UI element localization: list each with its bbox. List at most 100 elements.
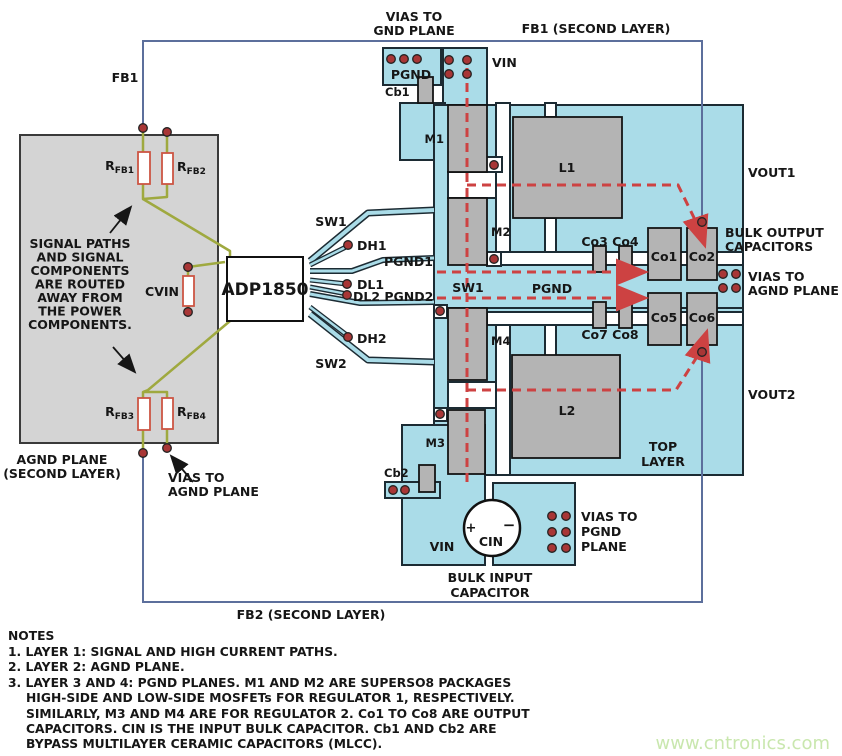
via-dl2 <box>342 290 352 300</box>
adp1850-label: ADP1850 <box>221 280 308 300</box>
resistor-rfb3 <box>137 397 151 431</box>
fb2-second-layer-label: FB2 (SECOND LAYER) <box>237 607 386 622</box>
fb1-second-layer-label: FB1 (SECOND LAYER) <box>522 21 671 36</box>
via-dh1 <box>343 240 353 250</box>
high-current-paths <box>437 68 711 487</box>
svg-text:ARE ROUTED: ARE ROUTED <box>35 277 125 292</box>
dh1-label: DH1 <box>357 238 387 253</box>
via-dl1 <box>342 279 352 289</box>
annotation-arrows <box>109 205 194 483</box>
co7-co8-label: Co7 Co8 <box>581 327 638 342</box>
co6-label: Co6 <box>689 310 716 325</box>
bulk-output-label: BULK OUTPUT <box>725 225 824 240</box>
via-rfb2 <box>162 127 172 137</box>
m1-label: M1 <box>425 132 444 146</box>
bulk-input-cap-label: BULK INPUT <box>448 570 533 585</box>
sw1-trace-label: SW1 <box>315 214 347 229</box>
fb1-loop-trace <box>142 40 703 222</box>
note-3: 3. LAYER 3 AND 4: PGND PLANES. M1 AND M2… <box>8 676 511 690</box>
slot-below-l1 <box>544 217 557 256</box>
fb2-loop-trace <box>142 352 703 603</box>
rfb1-label: RFB1 <box>105 158 134 176</box>
cap-cb1 <box>417 76 434 104</box>
cap-co5 <box>647 292 682 346</box>
svg-text:CAPACITORS. CIN IS THE INPUT B: CAPACITORS. CIN IS THE INPUT BULK CAPACI… <box>26 722 497 736</box>
cvin-label: CVIN <box>145 284 179 299</box>
via-fb2-sense <box>697 347 707 357</box>
svg-text:AWAY FROM: AWAY FROM <box>37 290 122 305</box>
svg-text:AND SIGNAL: AND SIGNAL <box>37 250 124 265</box>
via-fb1-top <box>138 123 148 133</box>
svg-text:SIMILARLY, M3 AND M4 ARE FOR R: SIMILARLY, M3 AND M4 ARE FOR REGULATOR 2… <box>26 707 530 721</box>
co3-co4-label: Co3 Co4 <box>581 234 639 249</box>
vias-pgnd-plane-label: VIAS TO <box>581 509 638 524</box>
svg-text:PLANE: PLANE <box>581 539 627 554</box>
inductor-l2 <box>511 354 621 459</box>
cap-co8 <box>618 301 633 329</box>
arrow-to-rfb12 <box>109 205 133 234</box>
capacitor-cvin <box>182 275 195 307</box>
via-fb2-bottom <box>138 448 148 458</box>
via-m4 <box>435 306 445 316</box>
labels: VIAS TO GND PLANE FB1 (SECOND LAYER) FB1… <box>3 9 839 622</box>
co2-label: Co2 <box>689 249 715 264</box>
fb1-label: FB1 <box>112 70 139 85</box>
sw2-trace-label: SW2 <box>315 356 347 371</box>
co1-label: Co1 <box>651 249 677 264</box>
via-cvin-top <box>183 262 193 272</box>
dl1-label: DL1 <box>357 277 384 292</box>
pgnd1-label: PGND1 <box>384 254 433 269</box>
via-m3 <box>435 409 445 419</box>
vout1-label: VOUT1 <box>748 165 795 180</box>
via-m1 <box>489 160 499 170</box>
cap-co4 <box>618 245 633 273</box>
slot-notch-top <box>544 102 557 118</box>
pgnd-pad-label: PGND <box>391 67 431 82</box>
svg-text:COMPONENTS.: COMPONENTS. <box>28 317 132 332</box>
via-rfb4 <box>162 443 172 453</box>
cap-co7 <box>592 301 607 329</box>
m4-label: M4 <box>491 334 510 348</box>
note-2: 2. LAYER 2: AGND PLANE. <box>8 660 185 674</box>
resistor-rfb2 <box>161 152 174 185</box>
cin-plus-sign: + <box>466 521 477 536</box>
cap-co3 <box>592 245 607 273</box>
agnd-plane-label: AGND PLANE <box>17 452 108 467</box>
cb2-label: Cb2 <box>384 466 409 480</box>
svg-text:COMPONENTS: COMPONENTS <box>30 263 129 278</box>
dl2-pgnd2-label: DL2 PGND2 <box>353 289 433 304</box>
l1-label: L1 <box>559 160 576 175</box>
svg-text:CAPACITORS: CAPACITORS <box>725 239 813 254</box>
watermark: www.cntronics.com <box>656 733 830 754</box>
via-fb1-sense <box>697 217 707 227</box>
cap-co1 <box>647 227 682 281</box>
svg-text:AGND PLANE: AGND PLANE <box>168 484 259 499</box>
dh2-label: DH2 <box>357 331 387 346</box>
m3-label: M3 <box>426 436 445 450</box>
svg-text:(SECOND LAYER): (SECOND LAYER) <box>3 466 121 481</box>
gap-m4-m3 <box>447 381 497 409</box>
note-1: 1. LAYER 1: SIGNAL AND HIGH CURRENT PATH… <box>8 645 338 659</box>
resistor-rfb1 <box>137 151 151 185</box>
vias-agnd-left-label: VIAS TO <box>168 470 225 485</box>
cb1-label: Cb1 <box>385 85 410 99</box>
vias-gnd-plane-label: VIAS TO <box>386 9 443 24</box>
feedback-resistors <box>137 151 195 431</box>
via-dh2 <box>343 332 353 342</box>
svg-text:BYPASS MULTILAYER CERAMIC CAPA: BYPASS MULTILAYER CERAMIC CAPACITORS (ML… <box>26 737 382 751</box>
via-dots <box>138 54 741 553</box>
arrow-to-rfb34 <box>112 346 137 374</box>
svg-text:THE POWER: THE POWER <box>38 304 122 319</box>
l2-label: L2 <box>559 403 576 418</box>
sw1-plane-label: SW1 <box>452 280 484 295</box>
via-m2 <box>489 254 499 264</box>
cap-cb2 <box>418 464 436 493</box>
top-layer-label: TOP <box>649 439 677 454</box>
vias-agnd-right-label: VIAS TO <box>748 269 805 284</box>
m2-label: M2 <box>491 225 510 239</box>
pgnd-plane-label: PGND <box>532 281 572 296</box>
svg-text:CAPACITOR: CAPACITOR <box>450 585 530 600</box>
bulk-cap-cin <box>462 498 522 558</box>
